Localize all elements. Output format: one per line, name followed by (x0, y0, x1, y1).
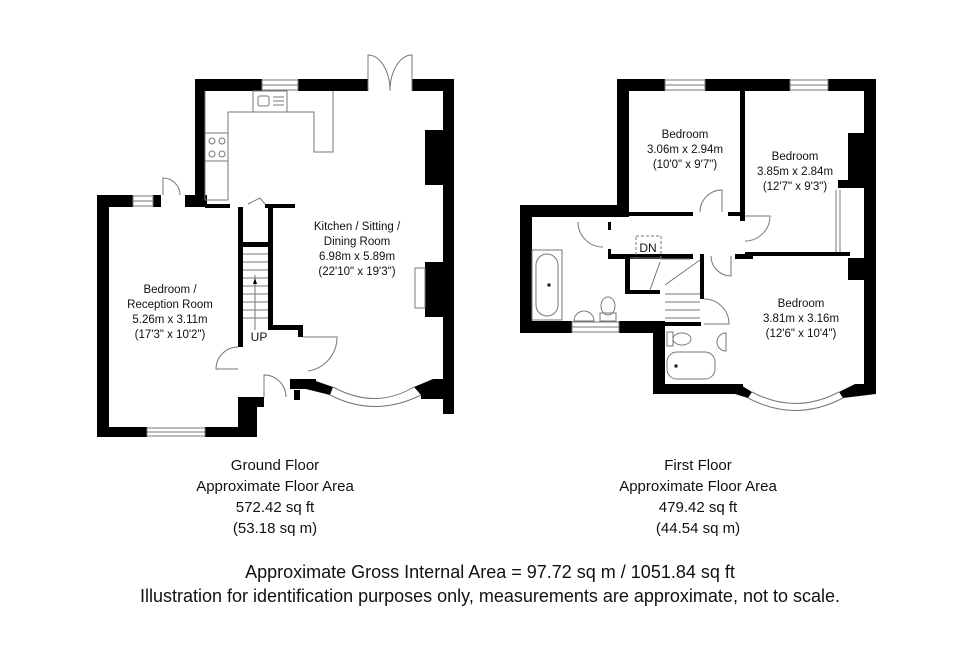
room-label-bedroom-2: Bedroom 3.85m x 2.84m (12'7" x 9'3") (756, 151, 834, 193)
ground-floor-area-sqm: (53.18 sq m) (232, 520, 318, 537)
disclaimer: Illustration for identification purposes… (139, 586, 841, 606)
first-floor-title: First Floor (664, 457, 732, 474)
first-floor-area-sqft: 479.42 sq ft (658, 499, 738, 516)
first-floor-subtitle: Approximate Floor Area (619, 478, 777, 495)
room-label-kitchen-sitting-dining: Kitchen / Sitting / Dining Room 6.98m x … (313, 221, 401, 278)
room-label-bedroom-reception: Bedroom / Reception Room 5.26m x 3.11m (… (127, 284, 213, 341)
ground-floor-plan (97, 79, 454, 437)
ground-floor-title: Ground Floor (230, 457, 320, 474)
ground-floor-caption: Ground Floor Approximate Floor Area 572.… (196, 455, 354, 539)
ground-floor-subtitle: Approximate Floor Area (196, 478, 354, 495)
first-floor-area-sqm: (44.54 sq m) (655, 520, 741, 537)
ground-floor-fixtures (132, 54, 426, 437)
first-floor-plan (520, 79, 876, 398)
first-floor-caption: First Floor Approximate Floor Area 479.4… (619, 455, 777, 539)
room-label-bedroom-3: Bedroom 3.81m x 3.16m (12'6" x 10'4") (762, 298, 840, 340)
ground-floor-area-sqft: 572.42 sq ft (235, 499, 315, 516)
stair-label-up: UP (250, 330, 268, 344)
room-label-bedroom-1: Bedroom 3.06m x 2.94m (10'0" x 9'7") (646, 129, 724, 171)
stair-label-down: DN (639, 241, 657, 255)
first-floor-fixtures (531, 79, 844, 411)
gross-internal-area: Approximate Gross Internal Area = 97.72 … (245, 562, 735, 582)
